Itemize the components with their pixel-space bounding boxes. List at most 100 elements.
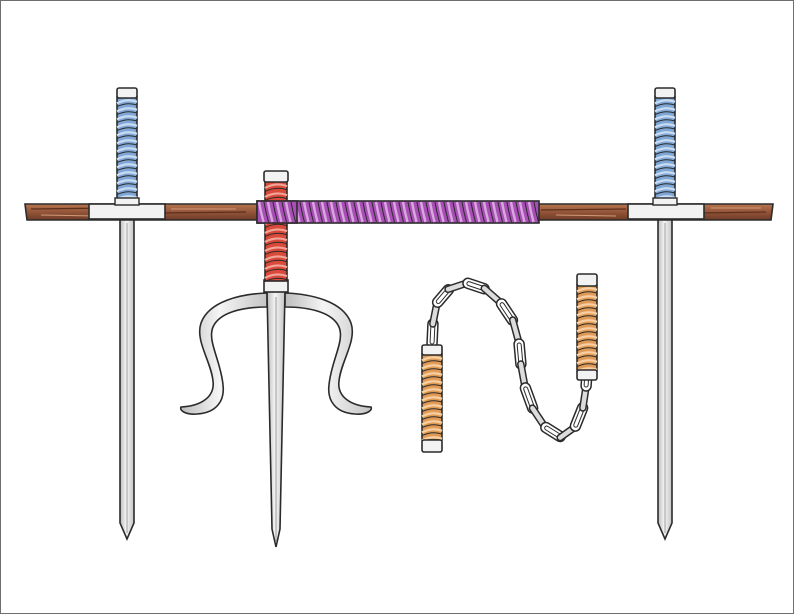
nunchaku-right-wrap-band bbox=[576, 351, 598, 357]
katana-right-wrap-band bbox=[654, 155, 676, 161]
sai-wrap-band bbox=[264, 273, 288, 279]
bo-staff-grip-band bbox=[392, 201, 400, 223]
sai-wrap-band bbox=[264, 250, 288, 255]
nunchaku-left-wrap-band bbox=[421, 368, 443, 373]
bo-staff-grip-band bbox=[446, 201, 454, 223]
bo-staff-grip-band bbox=[518, 201, 526, 223]
nunchaku-right-wrap-band bbox=[576, 303, 598, 309]
nunchaku-right-wrap-band bbox=[576, 347, 598, 352]
bo-staff-grip-band bbox=[353, 201, 359, 223]
bo-staff-grip-band bbox=[308, 201, 314, 223]
nunchaku-right-wrap-band bbox=[576, 323, 598, 328]
bo-staff-grip-band bbox=[524, 201, 530, 223]
katana-right-pommel bbox=[654, 87, 676, 99]
katana-left bbox=[116, 87, 138, 541]
nunchaku-right-wrap-band bbox=[576, 315, 598, 320]
nunchaku-left-wrap-band bbox=[421, 388, 443, 394]
nunchaku-left-wrap-band bbox=[421, 416, 443, 421]
bo-staff-grip-band bbox=[365, 201, 373, 223]
nunchaku-left-wrap-band bbox=[421, 384, 443, 389]
bo-staff-grip-band bbox=[407, 201, 413, 223]
katana-left-wrap-band bbox=[116, 171, 138, 177]
katana-right-wrap-band bbox=[654, 167, 676, 172]
sai-wrap-band bbox=[264, 223, 288, 228]
sai bbox=[179, 170, 373, 548]
katana-right-wrap-band bbox=[654, 187, 676, 193]
nunchaku-left-wrap-band bbox=[421, 420, 443, 426]
bo-staff-grip-band bbox=[533, 201, 539, 223]
bo-staff-grip-band bbox=[443, 201, 449, 223]
bo-staff-grip-over-sai bbox=[256, 200, 298, 224]
katana-left-wrap bbox=[116, 99, 138, 204]
nunchaku-left-wrap-band bbox=[421, 432, 443, 437]
bo-staff-grip-band bbox=[257, 201, 265, 223]
bo-staff-grip-band bbox=[380, 201, 386, 223]
sai-wrap-band bbox=[264, 183, 288, 189]
bo-staff-grip-band bbox=[362, 201, 368, 223]
katana-right-habaki bbox=[652, 197, 678, 206]
nunchaku-right-cap-top bbox=[576, 273, 598, 287]
nunchaku-left-wrap-band bbox=[421, 364, 443, 370]
sai-wrap-band bbox=[264, 241, 288, 246]
katana-right-wrap-band bbox=[654, 115, 676, 121]
nunchaku-right-wrap-band bbox=[576, 307, 598, 312]
bo-staff-grip-band bbox=[320, 201, 328, 223]
bo-staff-grip-band bbox=[479, 201, 485, 223]
katana-right-wrap-band bbox=[654, 123, 676, 129]
nunchaku-left-wrap-band bbox=[421, 396, 443, 402]
sai-wrap-band bbox=[264, 277, 288, 282]
nunchaku-right-wrap-band bbox=[576, 359, 598, 365]
bo-staff-grip-band bbox=[299, 201, 305, 223]
bo-staff-grip-band bbox=[272, 201, 278, 223]
nunchaku-left-wrap-band bbox=[421, 412, 443, 418]
bo-staff-grip-band bbox=[284, 201, 292, 223]
bo-staff-grip-band bbox=[509, 201, 517, 223]
katana-left-wrap-band bbox=[116, 103, 138, 108]
nunchaku-left-cap-top bbox=[421, 344, 443, 356]
bo-staff-grip-band bbox=[419, 201, 427, 223]
bo-staff-grip-band bbox=[470, 201, 476, 223]
katana-right-wrap-band bbox=[654, 139, 676, 145]
katana-left-wrap-band bbox=[116, 179, 138, 185]
katana-left-wrap-band bbox=[116, 139, 138, 145]
katana-left-wrap-band bbox=[116, 155, 138, 161]
sai-pommel bbox=[263, 170, 289, 183]
bo-staff-grip-band bbox=[500, 201, 508, 223]
nunchaku-left-wrap-band bbox=[421, 376, 443, 381]
katana-left-wrap-band bbox=[116, 143, 138, 148]
bo-staff-grip-band bbox=[497, 201, 503, 223]
katana-left-wrap-band bbox=[116, 187, 138, 193]
katana-right-wrap-band bbox=[654, 179, 676, 185]
sai-wrap-band bbox=[264, 187, 288, 192]
bo-staff-grip-band bbox=[371, 201, 377, 223]
nunchaku-right-wrap-band bbox=[576, 363, 598, 368]
bo-staff-grip-band bbox=[317, 201, 323, 223]
katana-right bbox=[654, 87, 676, 541]
katana-left-tsuba bbox=[88, 203, 166, 220]
bo-staff-grip-band bbox=[356, 201, 364, 223]
katana-left-wrap-band bbox=[116, 159, 138, 164]
nunchaku-left-wrap-band bbox=[421, 372, 443, 378]
nunchaku-chain bbox=[426, 277, 593, 443]
bo-staff-grip-band bbox=[416, 201, 422, 223]
bo-staff-grip-band bbox=[482, 201, 490, 223]
nunchaku-left-wrap-band bbox=[421, 408, 443, 413]
katana-right-wrap-band bbox=[654, 191, 676, 196]
nunchaku-right-wrap-band bbox=[576, 287, 598, 293]
bo-staff-grip-band bbox=[491, 201, 499, 223]
katana-left-wrap-band bbox=[116, 115, 138, 121]
sai-prong-right bbox=[284, 292, 373, 415]
nunchaku-right-wrap-band bbox=[576, 295, 598, 301]
bo-staff-grip-band bbox=[428, 201, 436, 223]
nunchaku-right-cap-bottom bbox=[576, 369, 598, 381]
bo-staff-grip-band bbox=[344, 201, 350, 223]
nunchaku-left-cap-bottom bbox=[421, 439, 443, 453]
katana-left-wrap-band bbox=[116, 151, 138, 156]
bo-staff-grip-band bbox=[275, 201, 283, 223]
sai-wrap-band bbox=[264, 192, 288, 198]
katana-left-wrap-band bbox=[116, 131, 138, 137]
nunchaku-left-wrap-band bbox=[421, 392, 443, 397]
katana-left-wrap-band bbox=[116, 183, 138, 188]
bo-staff-grip-band bbox=[281, 201, 287, 223]
